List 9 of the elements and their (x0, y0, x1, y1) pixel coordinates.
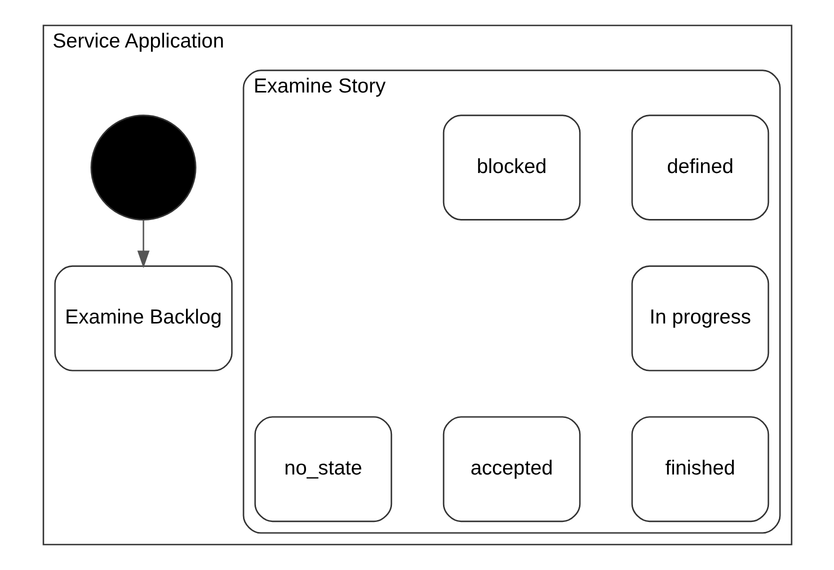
node-box: no_state (254, 416, 392, 522)
node-box: finished (630, 416, 769, 522)
node-circle (90, 114, 196, 220)
node-box: blocked (442, 114, 580, 220)
node-box: Examine Backlog (54, 265, 232, 372)
node-box: In progress (630, 265, 769, 372)
node-box: defined (630, 114, 769, 220)
node-box: accepted (442, 416, 580, 522)
arrow (136, 220, 150, 268)
